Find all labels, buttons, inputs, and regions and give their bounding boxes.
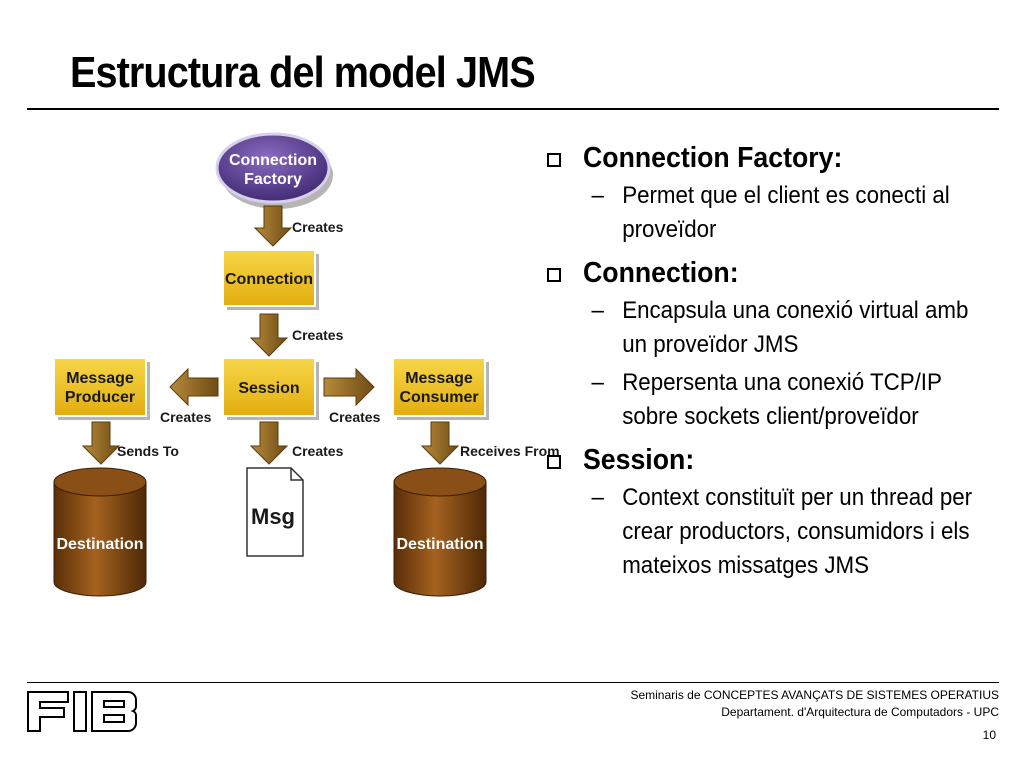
footer-divider [27, 682, 999, 683]
message-producer-node: Message Producer [53, 357, 150, 420]
title-divider [27, 108, 999, 110]
jms-model-diagram: Connection Factory Creates Connection Cr… [53, 132, 560, 597]
bullet-sub-item: – Context constituït per un thread per c… [545, 481, 982, 583]
dash-icon: – [591, 182, 604, 209]
label-creates-producer: Creates [160, 409, 212, 425]
arrow-session-to-producer [169, 367, 219, 407]
bullet-sub-text: Encapsula una conexió virtual amb un pro… [622, 297, 969, 358]
label-creates-msg: Creates [292, 443, 344, 459]
bullet-box-icon [547, 268, 561, 282]
message-consumer-label-2: Consumer [399, 389, 478, 406]
session-label: Session [238, 380, 299, 397]
arrow-consumer-to-destination [420, 421, 460, 465]
message-consumer-label-1: Message [405, 370, 473, 387]
arrow-factory-to-connection [253, 205, 293, 247]
fib-logo-icon [27, 691, 137, 732]
session-node: Session [222, 357, 319, 420]
bullet-session: Session: [545, 444, 1015, 477]
msg-label: Msg [251, 504, 295, 529]
destination-left-label: Destination [56, 536, 143, 553]
bullet-sub-item: – Permet que el client es conecti al pro… [545, 179, 982, 247]
connection-node: Connection [222, 249, 319, 310]
bullet-heading: Connection: [583, 257, 739, 289]
connection-factory-label-2: Factory [244, 171, 302, 188]
arrow-connection-to-session [249, 313, 289, 357]
connection-label: Connection [225, 271, 313, 288]
bullet-sub-item: – Repersenta una conexió TCP/IP sobre so… [545, 366, 982, 434]
bullet-box-icon [547, 455, 561, 469]
dash-icon: – [591, 369, 604, 396]
destination-left-node: Destination [53, 467, 147, 597]
label-creates-connection: Creates [292, 219, 344, 235]
label-creates-session: Creates [292, 327, 344, 343]
bullet-sub-text: Repersenta una conexió TCP/IP sobre sock… [622, 369, 942, 430]
message-consumer-node: Message Consumer [392, 357, 489, 420]
destination-right-node: Destination [393, 467, 487, 597]
page-number: 10 [982, 728, 996, 742]
arrow-producer-to-destination [81, 421, 121, 465]
message-producer-label-1: Message [66, 370, 134, 387]
bullet-connection: Connection: [545, 257, 1015, 290]
bullet-heading: Session: [583, 444, 695, 476]
msg-document-node: Msg [246, 467, 304, 557]
bullet-connection-factory: Connection Factory: [545, 142, 1015, 175]
bullet-sub-item: – Encapsula una conexió virtual amb un p… [545, 294, 982, 362]
bullet-list: Connection Factory: – Permet que el clie… [545, 132, 1015, 583]
destination-right-label: Destination [396, 536, 483, 553]
bullet-sub-text: Permet que el client es conecti al prove… [622, 182, 950, 243]
label-receives-from: Receives From [460, 443, 560, 459]
bullet-heading: Connection Factory: [583, 142, 843, 174]
connection-factory-label-1: Connection [229, 152, 317, 169]
label-sends-to: Sends To [117, 443, 179, 459]
slide-title: Estructura del model JMS [70, 48, 536, 97]
connection-factory-node: Connection Factory [215, 132, 333, 209]
bullet-sub-text: Context constituït per un thread per cre… [622, 484, 973, 579]
bullet-box-icon [547, 153, 561, 167]
arrow-session-to-consumer [323, 367, 375, 407]
label-creates-consumer: Creates [329, 409, 381, 425]
footer-text: Seminaris de CONCEPTES AVANÇATS DE SISTE… [630, 687, 999, 721]
footer-line-1: Seminaris de CONCEPTES AVANÇATS DE SISTE… [630, 688, 999, 702]
footer-line-2: Departament. d'Arquitectura de Computado… [721, 705, 999, 719]
dash-icon: – [591, 484, 604, 511]
dash-icon: – [591, 297, 604, 324]
message-producer-label-2: Producer [65, 389, 135, 406]
arrow-session-to-msg [249, 421, 289, 465]
